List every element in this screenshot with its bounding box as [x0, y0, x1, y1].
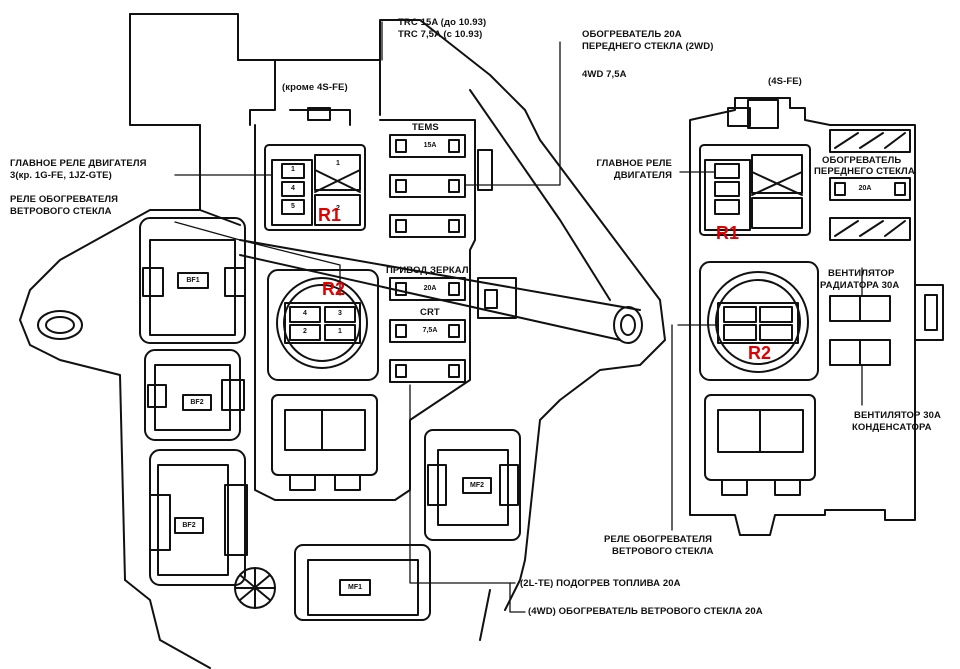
relay-mark-left-r1: R1 — [318, 205, 342, 225]
label-windshield-relay-left-2: ВЕТРОВОГО СТЕКЛА — [10, 206, 112, 217]
label-crt: CRT — [420, 307, 440, 318]
vent-grid — [234, 567, 276, 609]
label-mf1: MF1 — [348, 584, 362, 591]
label-bf2-lower: BF2 — [182, 522, 196, 529]
label-trc-15a: TRC 15A (до 10.93) — [398, 17, 487, 28]
pin-1: 1 — [291, 166, 295, 173]
label-main-relay-right-2: ДВИГАТЕЛЯ — [613, 170, 672, 181]
bf1-block — [139, 217, 246, 344]
label-condenser-fan-1: ВЕНТИЛЯТОР 30A — [854, 410, 941, 421]
label-bf1: BF1 — [186, 277, 200, 284]
label-front-heater-2: ПЕРЕДНЕГО СТЕКЛА (2WD) — [582, 41, 714, 52]
right-relay-r1 — [699, 144, 811, 236]
label-tems: TEMS — [412, 122, 439, 133]
label-mirror-fuse: 20A — [423, 285, 437, 292]
bf2-block-upper — [144, 349, 245, 441]
mf2-block — [424, 429, 521, 541]
label-except-4s-fe: (кроме 4S-FE) — [282, 82, 348, 93]
label-front-heater-right-2: ПЕРЕДНЕГО СТЕКЛА — [814, 166, 915, 177]
label-fuel-heater: (2L-TE) ПОДОГРЕВ ТОПЛИВА 20A — [520, 578, 681, 589]
label-crt-fuse: 7,5A — [422, 327, 438, 334]
left-fuses-upper — [389, 134, 466, 238]
left-lower-connector — [271, 394, 378, 491]
relay-mark-left-r2: R2 — [322, 279, 346, 299]
mf1-block — [294, 544, 431, 621]
pin-4: 4 — [291, 185, 295, 192]
label-windshield-relay-left-1: РЕЛЕ ОБОГРЕВАТЕЛЯ — [10, 194, 119, 205]
right-relay-r2 — [699, 261, 819, 381]
label-bf2-upper: BF2 — [190, 399, 204, 406]
left-relay-r2 — [267, 269, 379, 381]
label-windshield-relay-right-1: РЕЛЕ ОБОГРЕВАТЕЛЯ — [604, 534, 713, 545]
right-leader-lines — [671, 171, 863, 531]
label-radiator-fan-2: РАДИАТОРА 30A — [820, 280, 900, 291]
label-windshield-relay-right-2: ВЕТРОВОГО СТЕКЛА — [612, 546, 714, 557]
left-fuse-box-outline — [19, 13, 666, 669]
label-front-heater-4wd: 4WD 7,5A — [582, 69, 627, 80]
pin-4-r2: 4 — [303, 310, 307, 317]
pin-2: 2 — [336, 205, 340, 212]
label-tems-fuse: 15A — [423, 142, 437, 149]
label-front-heater-right-1: ОБОГРЕВАТЕЛЬ — [822, 155, 902, 166]
right-fuse-box-outline — [689, 97, 944, 536]
pin-1-r2: 1 — [338, 328, 342, 335]
label-radiator-fan-1: ВЕНТИЛЯТОР — [828, 268, 895, 279]
label-front-heater-right-fuse: 20A — [858, 185, 872, 192]
relay-mark-right-r2: R2 — [748, 343, 772, 363]
left-relay-r1 — [264, 144, 366, 231]
pin-3-r2: 3 — [338, 310, 342, 317]
right-lower-connector — [704, 394, 816, 496]
left-fuses-mid — [389, 277, 517, 383]
label-mf2: MF2 — [470, 482, 484, 489]
label-mirror-drive: ПРИВОД ЗЕРКАЛ — [386, 265, 469, 276]
left-leader-lines — [174, 21, 561, 613]
pin-5: 5 — [291, 203, 295, 210]
label-4s-fe: (4S-FE) — [768, 76, 802, 87]
label-main-relay-left-2: 3(кр. 1G-FE, 1JZ-GTE) — [10, 170, 112, 181]
label-trc-7-5a: TRC 7,5A (с 10.93) — [398, 29, 483, 40]
label-main-relay-right-1: ГЛАВНОЕ РЕЛЕ — [596, 158, 672, 169]
relay-mark-right-r1: R1 — [716, 223, 740, 243]
right-fuses — [829, 129, 911, 366]
bf2-block-lower — [149, 449, 248, 586]
label-condenser-fan-2: КОНДЕНСАТОРА — [852, 422, 932, 433]
pin-2-r2: 2 — [303, 328, 307, 335]
label-front-heater-1: ОБОГРЕВАТЕЛЬ 20A — [582, 29, 682, 40]
pin-1b: 1 — [336, 160, 340, 167]
label-main-relay-left-1: ГЛАВНОЕ РЕЛЕ ДВИГАТЕЛЯ — [10, 158, 147, 169]
label-windshield-heater-4wd: (4WD) ОБОГРЕВАТЕЛЬ ВЕТРОВОГО СТЕКЛА 20A — [528, 606, 763, 617]
